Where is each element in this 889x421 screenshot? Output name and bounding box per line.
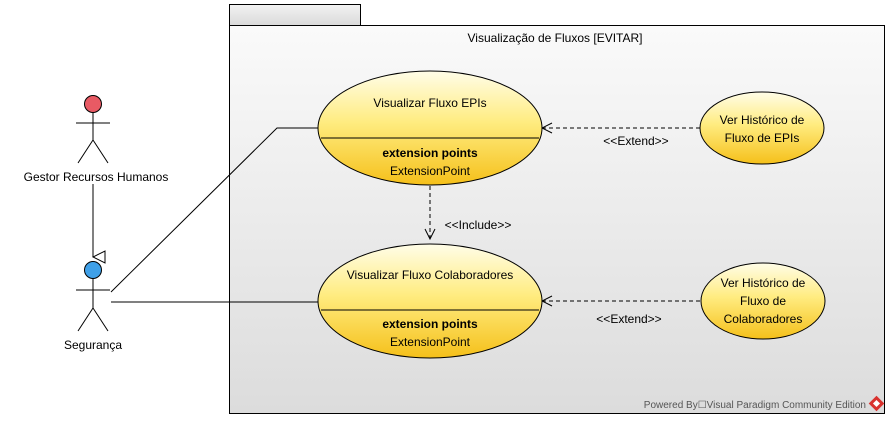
usecase-line: Colaboradores [724,312,803,326]
extend-label-1: <<Extend>> [603,134,668,148]
usecase-line: Fluxo de [740,294,786,308]
associations [110,127,318,303]
usecase-ext-point: ExtensionPoint [390,164,471,178]
usecase-ext-point: ExtensionPoint [390,335,471,349]
package[interactable]: Visualização de Fluxos [EVITAR] [229,4,885,414]
actor-seguranca[interactable]: Segurança [64,261,122,353]
actor-head [84,261,102,279]
include-label: <<Include>> [445,218,512,232]
extend-label-2: <<Extend>> [596,312,661,326]
dependencies: <<Extend>> <<Extend>> <<Include>> [430,128,700,326]
usecase-ext-header: extension points [382,146,478,160]
usecase-line: Ver Histórico de [720,113,805,127]
usecase-ver-historico-colaboradores[interactable]: Ver Histórico de Fluxo de Colaboradores [700,262,826,340]
actor-gestor-recursos-humanos[interactable]: Gestor Recursos Humanos [24,95,169,185]
actor-label: Gestor Recursos Humanos [24,170,169,184]
usecase-name: Visualizar Fluxo Colaboradores [347,268,514,282]
usecase-line: Fluxo de EPIs [725,131,800,145]
actor-label: Segurança [64,338,122,352]
package-title: Visualização de Fluxos [EVITAR] [468,31,643,45]
usecase-ver-historico-epis[interactable]: Ver Histórico de Fluxo de EPIs [699,91,825,165]
watermark-text: Powered By☐Visual Paradigm Community Edi… [644,400,866,411]
package-body [229,25,885,414]
actor-head [84,95,102,113]
usecase-visualizar-fluxo-colaboradores[interactable]: Visualizar Fluxo Colaboradores extension… [317,243,543,359]
usecase-line: Ver Histórico de [721,276,806,290]
package-tab [229,4,361,26]
usecase-visualizar-fluxo-epis[interactable]: Visualizar Fluxo EPIs extension points E… [317,70,543,186]
association-seguranca-epis [110,127,318,293]
usecase-ext-header: extension points [382,317,478,331]
usecase-name: Visualizar Fluxo EPIs [373,96,486,110]
